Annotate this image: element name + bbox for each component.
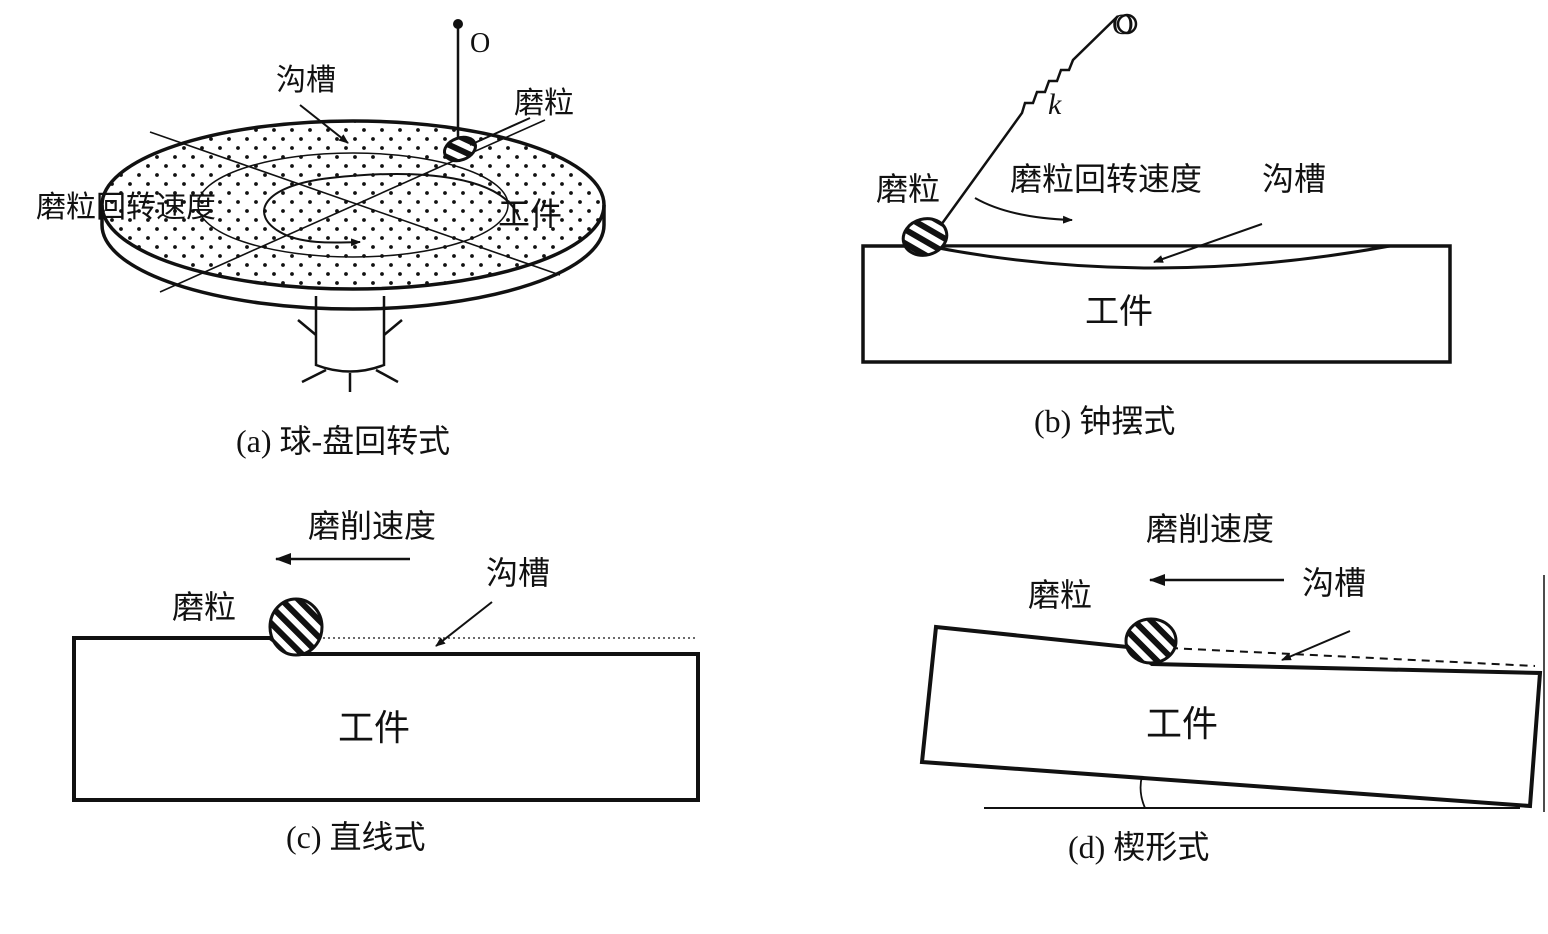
groove-leader-arrow [1281,630,1351,661]
groove-track [197,152,509,258]
swing-direction-arrow [974,197,1073,224]
disc-spindle [297,296,403,392]
workpiece-label: 工件 [1085,292,1153,332]
caption-a: (a) 球-盘回转式 [236,423,450,459]
rotation-speed-label: 磨粒回转速度 [1010,160,1202,198]
panel-a: O 沟槽 磨粒 磨粒回转速度 工件 (a) 球-盘回转式 [36,19,606,459]
grain-leader-line [469,117,531,146]
abrasive-grain [901,217,949,257]
grinding-speed-label: 磨削速度 [1146,510,1274,548]
pivot-circle [1116,13,1138,35]
grain-label: 磨粒 [514,86,574,121]
groove-leader-arrow [1153,223,1263,263]
abrasive-grain [268,597,324,657]
disc-axis-line [159,119,546,293]
panel-c: 磨削速度 沟槽 磨粒 工件 (c) 直线式 [72,507,700,855]
panel-b: O k 磨粒 磨粒回转速度 沟槽 工件 (b) 钟摆式 [861,8,1452,439]
groove-label: 沟槽 [1262,160,1326,198]
rotation-speed-label: 磨粒回转速度 [36,190,216,225]
caption-d: (d) 楔形式 [1068,829,1209,865]
original-surface-dashed [1169,647,1536,667]
pivot-label: O [1112,8,1134,41]
spring-label: k [1048,88,1062,121]
rotation-spiral-arrow [263,173,521,247]
groove-label: 沟槽 [276,63,336,98]
workpiece-block [919,624,1543,809]
grain-label: 磨粒 [1028,576,1092,614]
groove-label: 沟槽 [1302,564,1366,602]
grain-label: 磨粒 [876,170,940,208]
workpiece-label: 工件 [338,708,410,749]
workpiece-label: 工件 [1146,704,1218,745]
panel-d: 磨削速度 磨粒 沟槽 工件 (d) 楔形式 [919,510,1545,865]
groove-leader-arrow [435,601,493,647]
workpiece-label: 工件 [498,195,562,233]
pivot-label: O [470,28,490,59]
disc-axis-line [149,131,561,276]
grain-label: 磨粒 [172,588,236,626]
caption-b: (b) 钟摆式 [1034,403,1175,439]
groove-leader-arrow [299,104,349,144]
grinding-speed-label: 磨削速度 [308,507,436,545]
groove-label: 沟槽 [486,554,550,592]
workpiece-block [72,636,700,802]
caption-c: (c) 直线式 [286,819,426,855]
pendulum-arm [939,15,1119,226]
abrasive-grain [1124,617,1178,665]
wedge-angle-arc [1139,775,1146,809]
